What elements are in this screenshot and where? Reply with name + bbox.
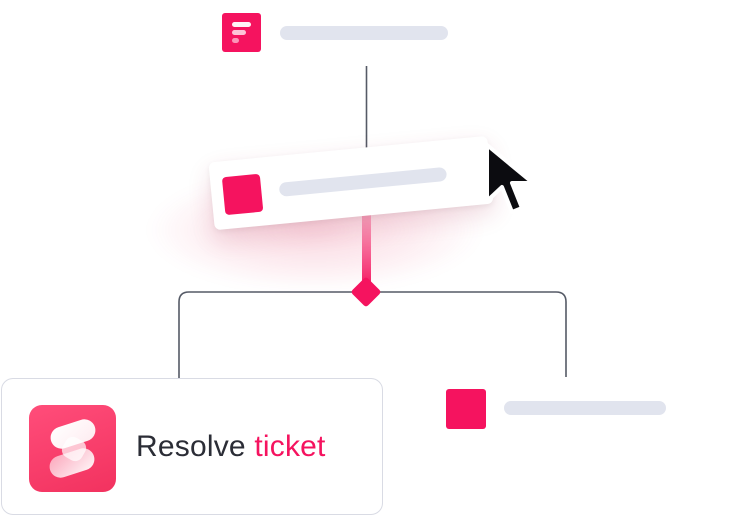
top-node-placeholder <box>280 26 448 40</box>
resolve-ticket-card[interactable]: Resolve ticket <box>1 378 383 515</box>
resolve-label-prefix: Resolve <box>136 430 246 463</box>
resolve-label-highlight: ticket <box>254 430 326 463</box>
mouse-pointer-icon <box>485 143 535 214</box>
connector-active <box>362 212 371 284</box>
connector-branch-left <box>178 291 355 378</box>
flow-logo-icon[interactable] <box>222 13 261 52</box>
connector-branch-right <box>378 291 567 377</box>
right-node-placeholder <box>504 401 666 415</box>
s-logo-glyph <box>49 419 96 478</box>
dragged-node-placeholder <box>278 166 448 197</box>
app-s-logo-icon <box>29 405 116 492</box>
flow-logo-glyph <box>222 13 261 52</box>
pink-square-icon[interactable] <box>446 389 486 429</box>
resolve-ticket-label: Resolve ticket <box>136 429 326 465</box>
pink-square-icon <box>221 173 264 216</box>
